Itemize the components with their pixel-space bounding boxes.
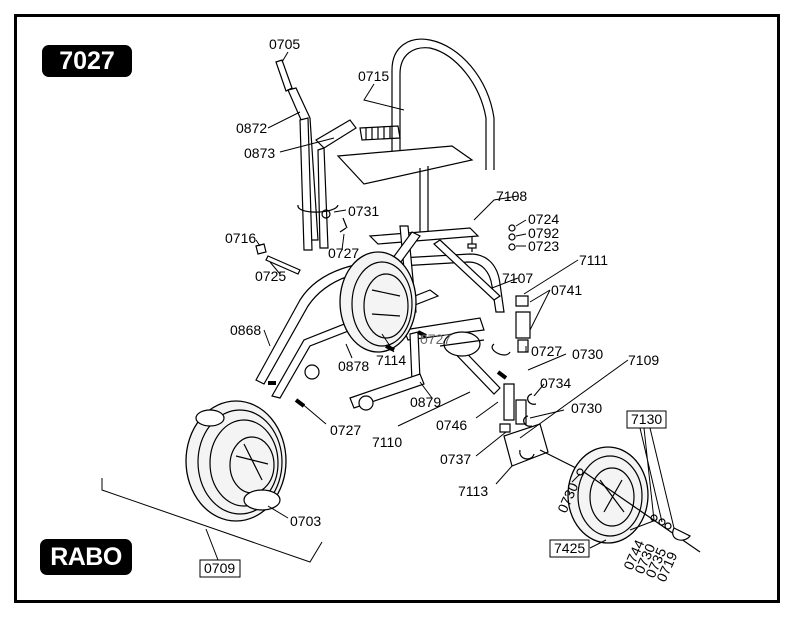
label-0879: 0879 (410, 394, 441, 410)
label-0723: 0723 (528, 238, 559, 254)
label-0724: 0724 (528, 211, 559, 227)
leader-lines (255, 51, 675, 549)
seat-frame (336, 38, 495, 232)
label-7130: 7130 (631, 411, 662, 427)
label-0792: 0792 (528, 225, 559, 241)
label-0727-handle: 0727 (328, 245, 359, 261)
label-7108: 7108 (496, 188, 527, 204)
label-7111: 7111 (579, 252, 608, 268)
label-0873: 0873 (244, 145, 275, 161)
drive-wheel (339, 251, 417, 353)
label-7110: 7110 (372, 434, 402, 450)
label-0727-fork: 0727 (531, 343, 562, 359)
label-0746: 0746 (436, 417, 467, 433)
brand-logo: RABO (40, 539, 132, 575)
label-0727-crank: 0727 (420, 331, 451, 347)
label-0741: 0741 (551, 282, 582, 298)
label-7425-box (549, 539, 590, 558)
label-0727-lower: 0727 (330, 422, 361, 438)
steering-parts (467, 224, 585, 473)
label-0715: 0715 (358, 68, 389, 84)
model-number-badge: 7027 (42, 45, 132, 77)
label-0868: 0868 (230, 322, 261, 338)
label-0737: 0737 (440, 451, 471, 467)
label-0872: 0872 (236, 120, 267, 136)
label-7425: 7425 (554, 540, 585, 556)
wheel-set-pointer (205, 528, 219, 561)
label-7114: 7114 (376, 352, 406, 368)
label-0734: 0734 (540, 375, 571, 391)
label-0716: 0716 (225, 230, 256, 246)
label-0709: 0709 (204, 560, 235, 576)
label-7130-box (626, 410, 667, 429)
label-7107: 7107 (502, 270, 533, 286)
wheel-set-bracket (101, 478, 323, 563)
label-0709-box (199, 559, 241, 578)
front-wheel (185, 400, 287, 522)
axle-pin-parts (255, 243, 301, 275)
label-0878: 0878 (338, 358, 369, 374)
label-0731: 0731 (348, 203, 379, 219)
handle-assembly (275, 59, 401, 251)
label-0725: 0725 (255, 268, 286, 284)
label-7109: 7109 (628, 352, 659, 368)
crank-unit (439, 331, 511, 357)
label-0705: 0705 (269, 36, 300, 52)
rear-wheel (567, 446, 701, 553)
label-0730-mid: 0730 (571, 400, 602, 416)
label-0703: 0703 (290, 513, 321, 529)
diagram-frame (14, 14, 780, 603)
label-7113: 7113 (458, 483, 488, 499)
label-0730-upper: 0730 (572, 346, 603, 362)
